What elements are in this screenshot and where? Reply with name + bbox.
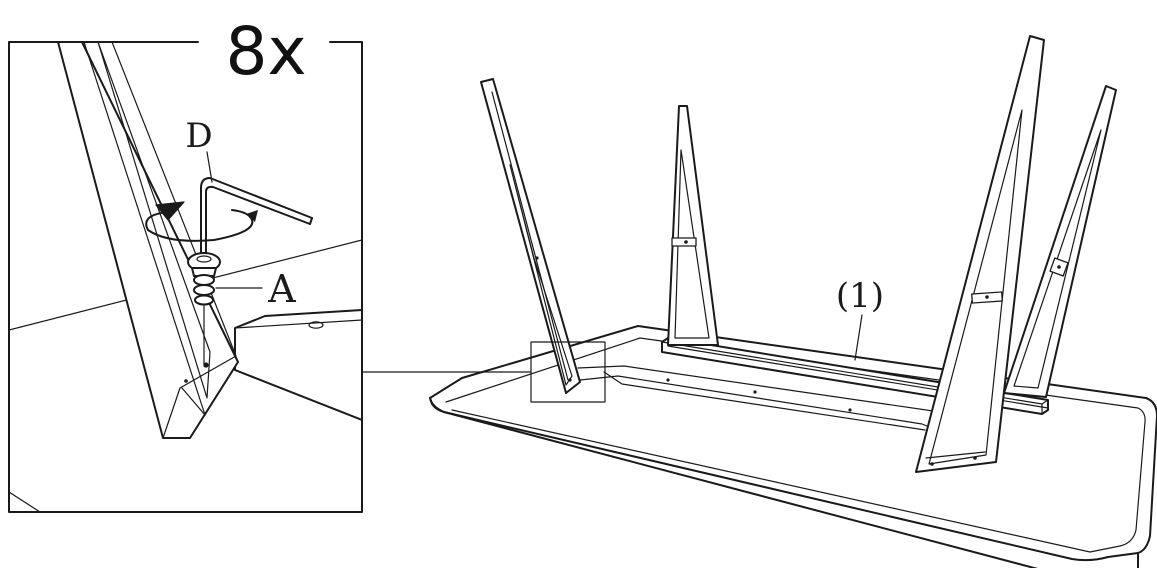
- screw-icon: [187, 252, 221, 367]
- part-label-leader: [854, 314, 863, 361]
- leg-frame-front-right: [915, 35, 1045, 473]
- detail-inset-content: [9, 42, 362, 512]
- detail-inset-border: [8, 41, 363, 513]
- detail-inset: 8x D A: [8, 13, 363, 513]
- screw-label: A: [267, 267, 296, 311]
- leg-frame-back-right: [1003, 85, 1117, 398]
- tool-label: D: [185, 116, 212, 156]
- leg-frame-front-left: [480, 78, 581, 394]
- rotation-arrow-icon: [145, 201, 258, 242]
- leg-frame-back-left: [667, 105, 719, 346]
- part-label: (1): [836, 276, 884, 316]
- quantity-label: 8x: [225, 13, 306, 90]
- table-assembly-illustration: (1): [361, 35, 1157, 568]
- allen-key-icon: [200, 177, 313, 263]
- tool-label-leader: [206, 151, 213, 183]
